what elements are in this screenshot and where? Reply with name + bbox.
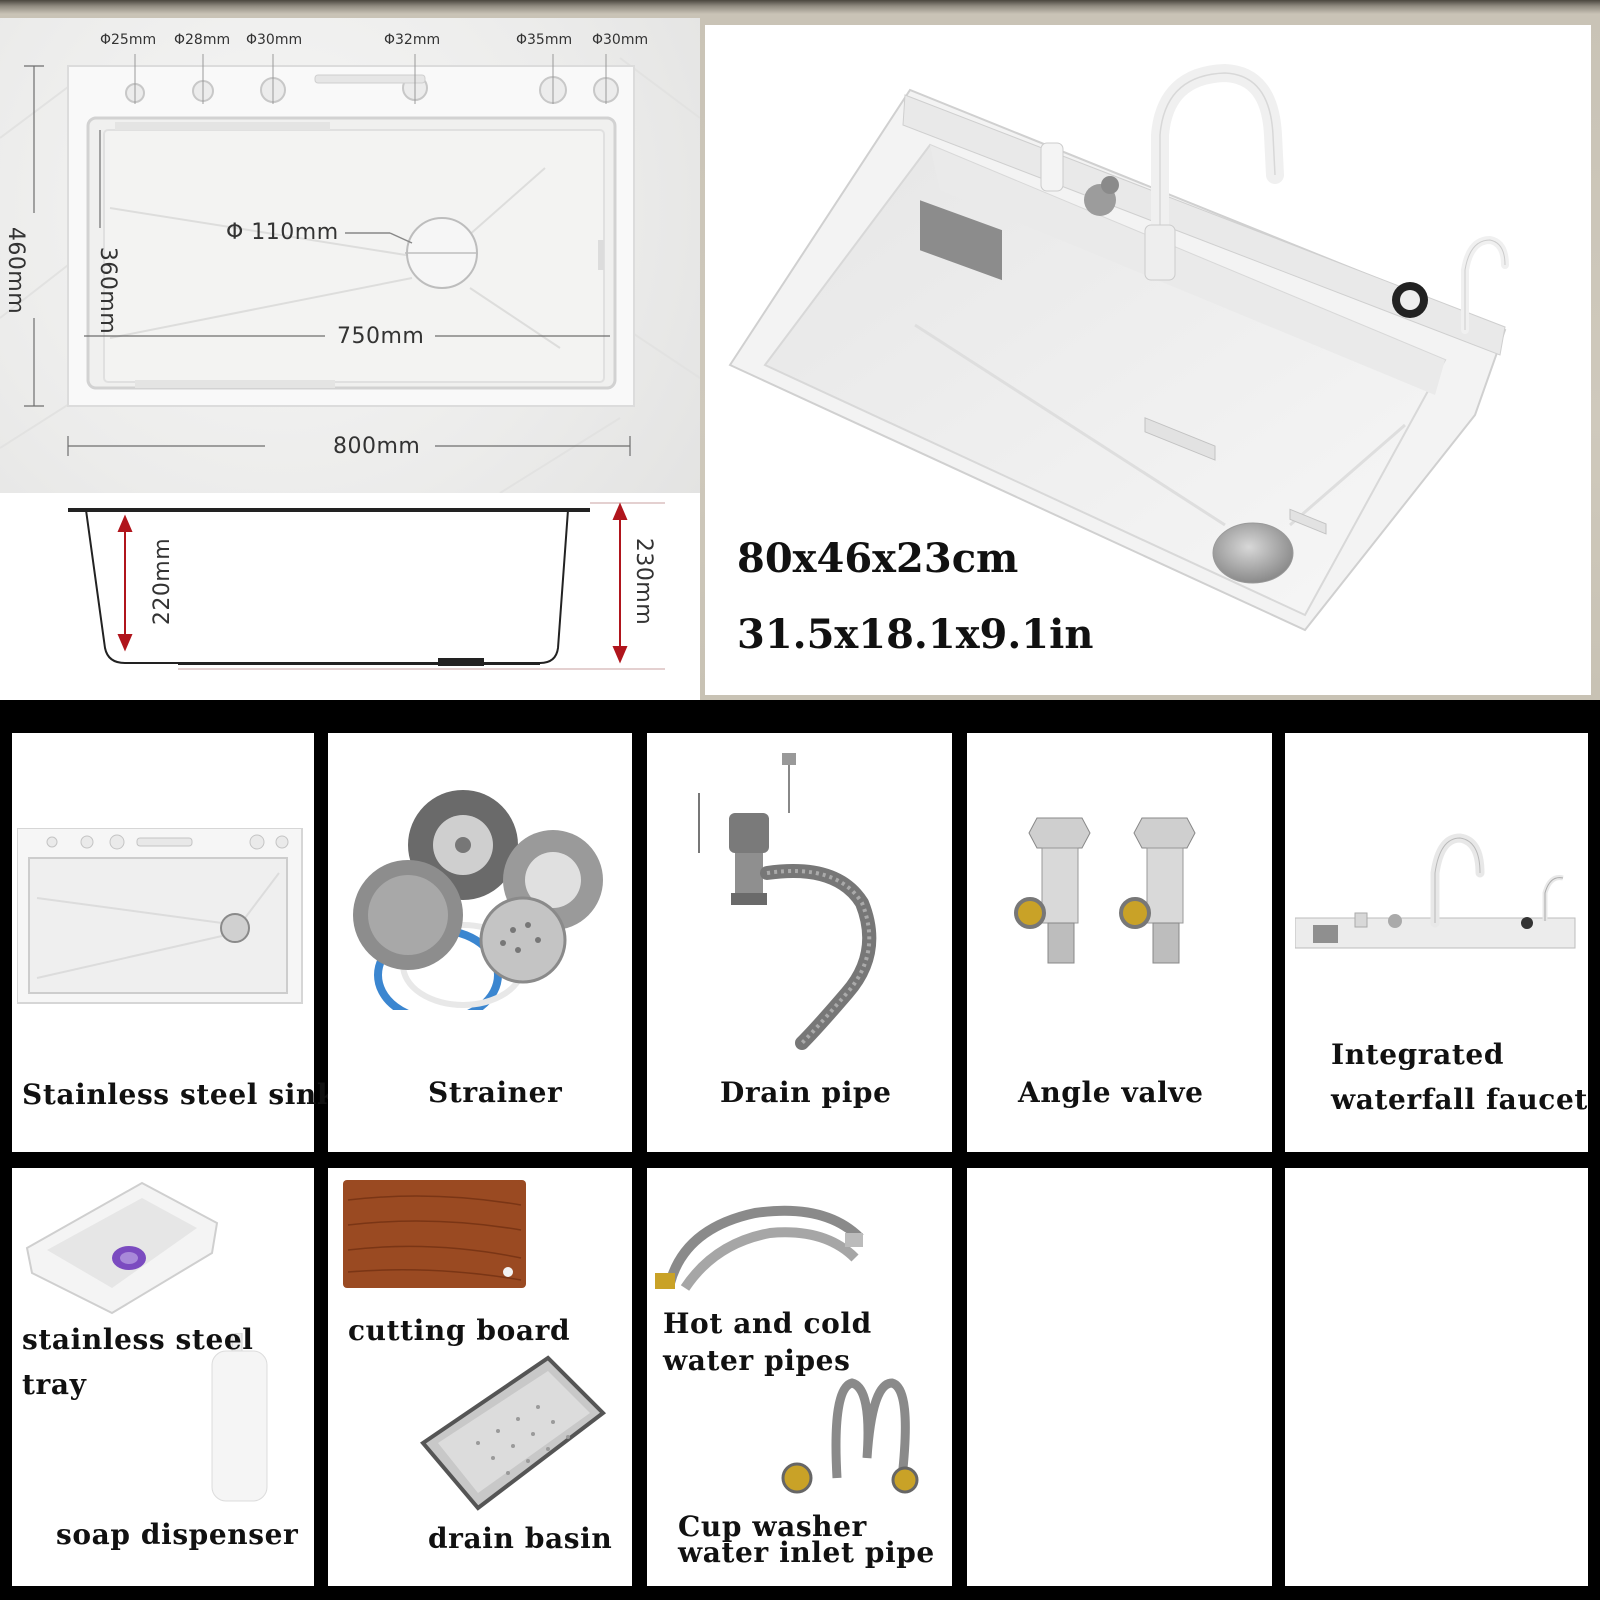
- component-cell-drain-pipe: Drain pipe: [647, 733, 952, 1152]
- caption-strainer: Strainer: [428, 1076, 563, 1109]
- hole-label-5: Φ35mm: [516, 32, 573, 48]
- outer-width-label: 800mm: [333, 434, 421, 459]
- caption-stainless-steel-sink: Stainless steel sink: [22, 1078, 337, 1111]
- drain-basin-icon: [420, 1355, 607, 1511]
- outer-height-label: 230mm: [631, 537, 657, 626]
- faucet-icon: [1295, 833, 1576, 949]
- caption-integrated: Integrated: [1331, 1038, 1505, 1071]
- inner-width-label: 750mm: [337, 324, 425, 349]
- tray-icon: [25, 1181, 219, 1315]
- caption-cutting-board: cutting board: [348, 1314, 571, 1347]
- component-cell-angle-valve: Angle valve: [967, 733, 1272, 1152]
- accessory-cell-board-basin: cutting board drain basin: [328, 1168, 632, 1586]
- hole-label-1: Φ25mm: [100, 32, 157, 48]
- cup-washer-pipe-icon: [781, 1378, 919, 1494]
- strainer-icon: [353, 790, 603, 1010]
- component-cell-sink: Stainless steel sink: [12, 733, 336, 1152]
- caption-water-inlet-pipe: water inlet pipe: [678, 1536, 935, 1569]
- caption-stainless-steel: stainless steel: [22, 1323, 254, 1356]
- side-view-drawing: 220mm 230mm: [0, 493, 700, 700]
- caption-tray: tray: [22, 1368, 87, 1401]
- caption-water-pipes: water pipes: [663, 1344, 851, 1377]
- component-cell-strainer: Strainer: [328, 733, 632, 1152]
- caption-drain-basin: drain basin: [428, 1522, 613, 1555]
- accessory-cell-pipes: Hot and cold water pipes Cup washer wate…: [647, 1168, 952, 1586]
- caption-soap-dispenser: soap dispenser: [56, 1518, 299, 1551]
- empty-cell-1: [967, 1168, 1272, 1586]
- angle-valve-icon: [1014, 817, 1196, 964]
- caption-drain-pipe: Drain pipe: [720, 1076, 892, 1109]
- sink-icon: [17, 828, 303, 1004]
- hole-label-4: Φ32mm: [384, 32, 441, 48]
- cutting-board-icon: [343, 1180, 526, 1288]
- sink-illustration: [728, 63, 1509, 632]
- soap-dispenser-icon: [211, 1333, 268, 1502]
- hole-label-3: Φ30mm: [246, 32, 303, 48]
- inner-height-label: 220mm: [150, 537, 176, 626]
- outer-depth-label: 460mm: [3, 226, 29, 315]
- size-imperial: 31.5x18.1x9.1in: [737, 611, 1094, 658]
- drain-diameter-label: Φ 110mm: [226, 220, 339, 245]
- hot-cold-pipes-icon: [655, 1205, 864, 1291]
- sink-side-view-svg: [68, 502, 665, 670]
- accessory-cell-tray-soap: stainless steel tray soap dispenser: [12, 1168, 314, 1586]
- sink-top-view-svg: [0, 54, 700, 493]
- caption-cup-washer: Cup washer: [678, 1510, 867, 1543]
- product-photo-panel: 80x46x23cm 31.5x18.1x9.1in: [705, 25, 1591, 695]
- drain-pipe-icon: [698, 753, 877, 1050]
- component-cell-faucet: Integrated waterfall faucet: [1285, 733, 1588, 1152]
- top-view-drawing: Φ25mm Φ28mm Φ30mm Φ32mm Φ35mm Φ30mm Φ 11…: [0, 18, 700, 493]
- size-metric: 80x46x23cm: [737, 535, 1019, 582]
- caption-waterfall-faucet: waterfall faucet: [1331, 1083, 1588, 1116]
- caption-angle-valve: Angle valve: [1018, 1076, 1204, 1109]
- caption-hot-and-cold: Hot and cold: [663, 1307, 872, 1340]
- hole-label-6: Φ30mm: [592, 32, 649, 48]
- hole-label-2: Φ28mm: [174, 32, 231, 48]
- inner-depth-label: 360mm: [95, 246, 121, 335]
- empty-cell-2: [1285, 1168, 1588, 1586]
